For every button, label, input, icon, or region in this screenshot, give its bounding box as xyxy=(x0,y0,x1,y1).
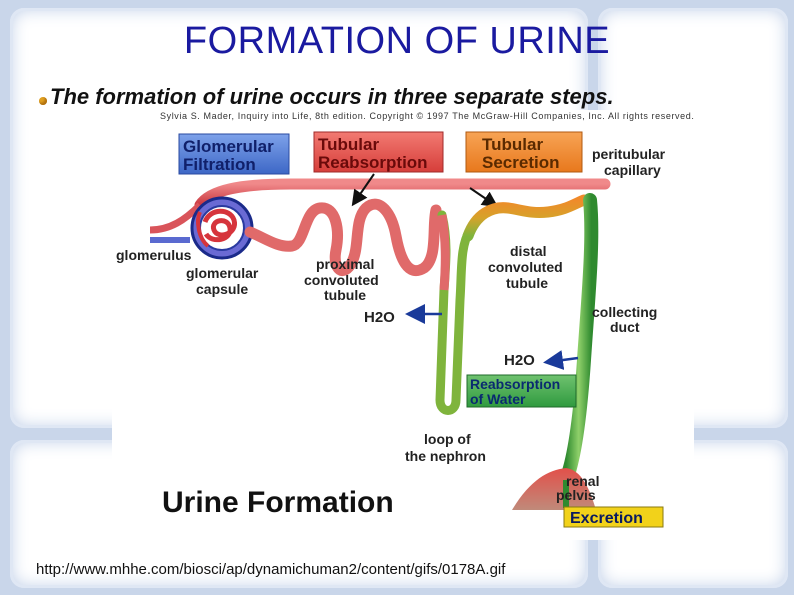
label-h2o: H2O xyxy=(364,309,395,326)
source-url: http://www.mhhe.com/biosci/ap/dynamichum… xyxy=(36,561,506,578)
label-proximal-tubule: convoluted xyxy=(304,272,379,288)
svg-text:Glomerular: Glomerular xyxy=(183,137,274,156)
label-distal-tubule: distal xyxy=(510,243,547,259)
label-glomerulus: glomerulus xyxy=(116,247,192,263)
renal-pelvis xyxy=(512,468,596,510)
proximal-convoluted-tubule xyxy=(244,198,442,276)
label-proximal-tubule: proximal xyxy=(316,256,374,272)
label-peritubular-capillary: capillary xyxy=(604,162,661,178)
svg-text:Reabsorption: Reabsorption xyxy=(318,153,428,172)
label-glomerular-capsule: capsule xyxy=(196,281,248,297)
svg-text:Tubular: Tubular xyxy=(318,135,379,154)
label-glomerular-capsule: glomerular xyxy=(186,265,259,281)
label-distal-tubule: convoluted xyxy=(488,259,563,275)
label-renal-pelvis: pelvis xyxy=(556,487,596,503)
svg-text:Excretion: Excretion xyxy=(570,510,643,527)
glomerulus xyxy=(190,196,254,260)
svg-text:Filtration: Filtration xyxy=(183,155,256,174)
step-box-excretion: Excretion xyxy=(563,506,664,528)
bullet-icon xyxy=(39,97,47,105)
label-peritubular-capillary: peritubular xyxy=(592,146,666,162)
label-loop-of-nephron: loop of xyxy=(424,431,471,447)
label-proximal-tubule: tubule xyxy=(324,287,366,303)
svg-text:Tubular: Tubular xyxy=(482,135,543,154)
label-renal-pelvis: renal xyxy=(566,473,599,489)
secretion-arrow xyxy=(469,187,499,208)
bullet-text: The formation of urine occurs in three s… xyxy=(50,84,614,109)
distal-convoluted-tubule xyxy=(462,194,590,242)
peritubular-capillary xyxy=(194,178,611,211)
step-box-tubular-secretion: Tubular Secretion xyxy=(465,131,583,173)
label-collecting-duct: collecting xyxy=(592,304,657,320)
step-box-reabsorption-of-water: Reabsorption of Water xyxy=(466,374,577,408)
step-box-tubular-reabsorption: Tubular Reabsorption xyxy=(313,131,444,173)
reabsorption-arrow xyxy=(351,173,375,207)
svg-text:of Water: of Water xyxy=(470,391,526,407)
step-box-glomerular-filtration: Glomerular Filtration xyxy=(178,133,290,175)
label-collecting-duct: duct xyxy=(610,319,640,335)
slide-title: FORMATION OF URINE xyxy=(183,20,611,62)
label-h2o: H2O xyxy=(504,352,535,369)
label-loop-of-nephron: the nephron xyxy=(405,448,486,464)
label-distal-tubule: tubule xyxy=(506,275,548,291)
svg-text:Reabsorption: Reabsorption xyxy=(470,376,560,392)
h2o-arrow-right xyxy=(543,350,579,370)
figure-copyright: Sylvia S. Mader, Inquiry into Life, 8th … xyxy=(160,111,695,121)
collecting-duct xyxy=(559,193,599,487)
figure-heading: Urine Formation xyxy=(162,486,394,519)
svg-text:Secretion: Secretion xyxy=(482,153,559,172)
